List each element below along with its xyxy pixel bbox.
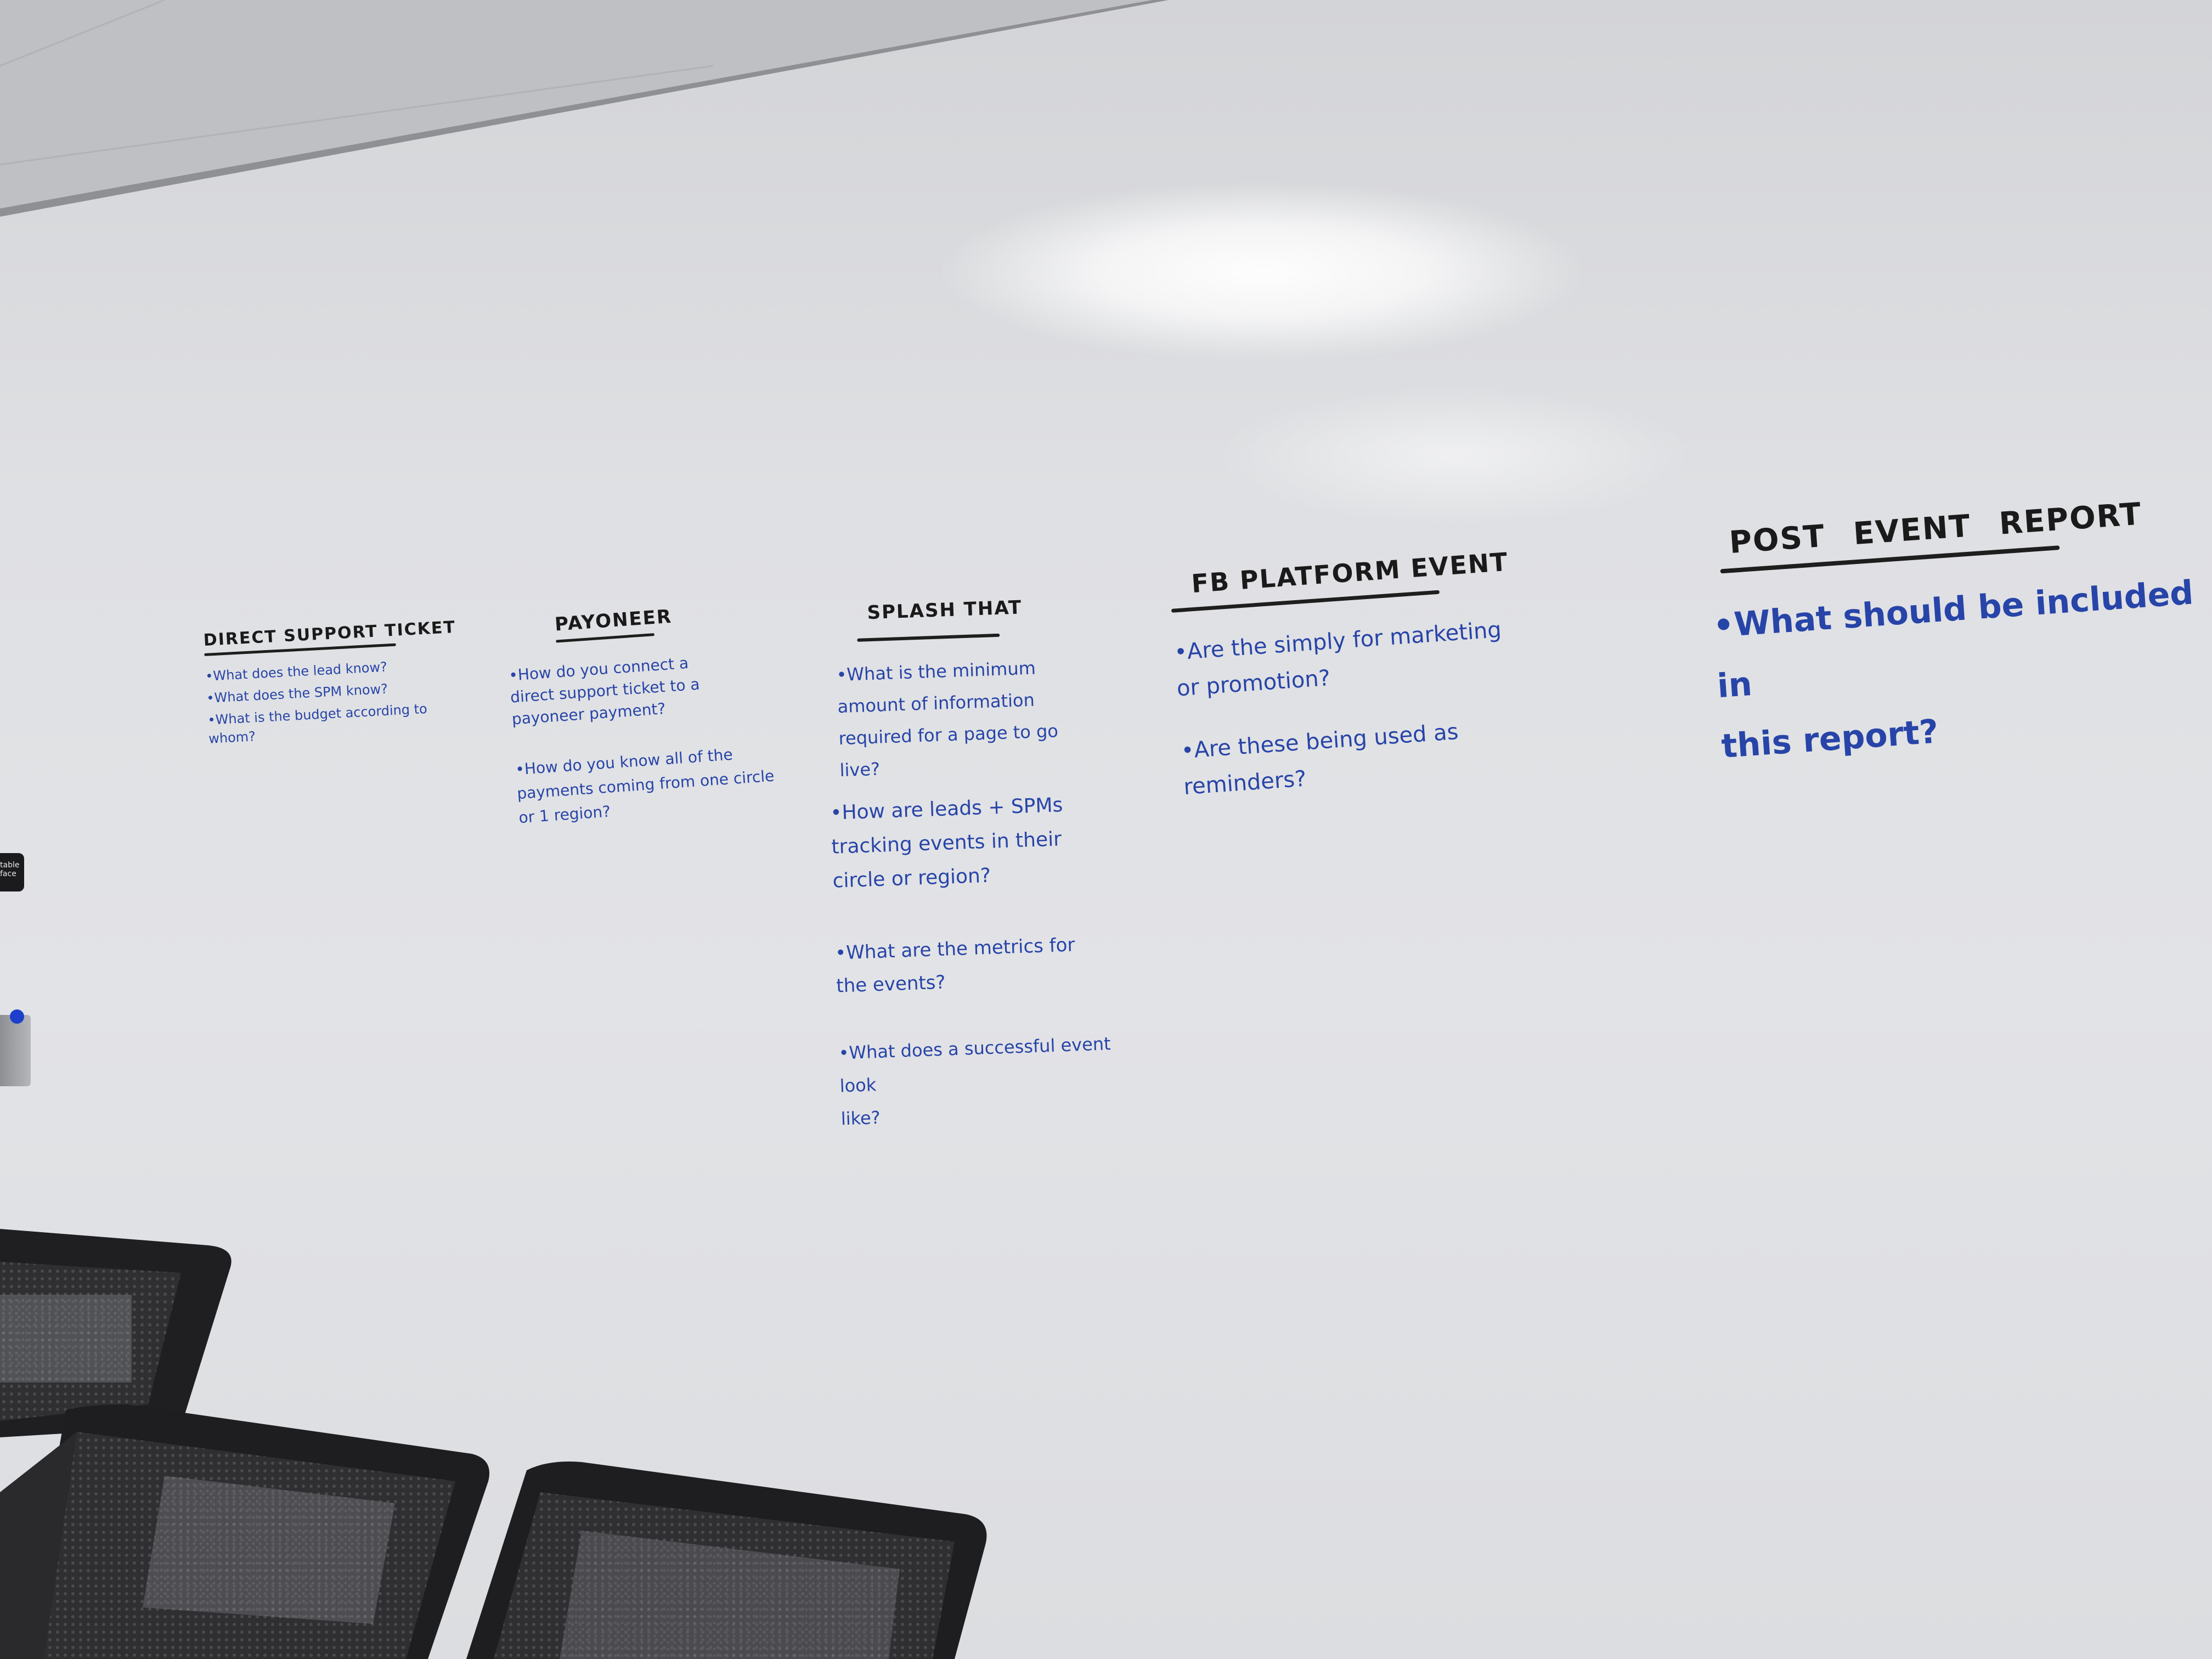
wall-sign: table face — [0, 853, 24, 891]
marker-holder — [0, 1015, 31, 1086]
chair-right — [466, 1462, 987, 1659]
marker-icon — [10, 1009, 24, 1024]
chair-middle — [0, 1404, 489, 1659]
light-glare — [933, 181, 1591, 362]
light-glare-secondary — [1207, 384, 1701, 527]
chair-left — [0, 1229, 232, 1437]
ceiling — [0, 0, 1169, 217]
